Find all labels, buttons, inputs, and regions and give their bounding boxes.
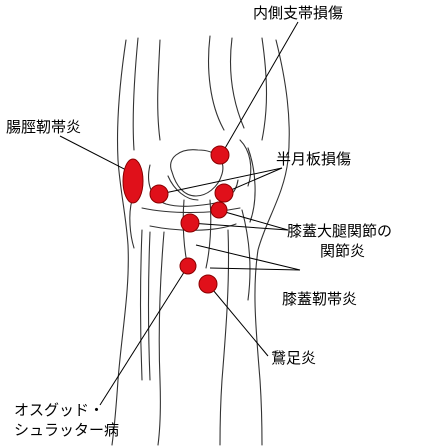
leader-mcl (223, 21, 299, 151)
leader-itb (59, 135, 131, 173)
marker-osgood (179, 257, 197, 275)
label-osgood-line2: シュラッター病 (14, 421, 120, 439)
marker-mcl (210, 145, 230, 165)
label-meniscus-injury: 半月板損傷 (276, 150, 352, 168)
marker-meniscus-medial (214, 183, 234, 203)
label-itb-syndrome: 腸脛靭帯炎 (6, 118, 82, 136)
leader-patellar-1 (195, 244, 301, 271)
label-pes-anserine: 鵞足炎 (271, 349, 317, 367)
lesion-markers (122, 145, 234, 294)
label-patellofemoral-line2: 関節炎 (320, 242, 366, 260)
marker-meniscus-lateral (149, 184, 169, 204)
marker-pes (198, 274, 218, 294)
leader-patellar-2 (209, 267, 301, 271)
leader-meniscus-1 (159, 167, 283, 195)
leg-outline (111, 35, 290, 446)
label-osgood-line1: オスグッド・ (14, 401, 105, 419)
leader-pes (207, 283, 269, 357)
label-patellofemoral-line1: 膝蓋大腿関節の (287, 222, 393, 240)
leader-pfj-1 (217, 209, 289, 231)
leader-meniscus-2 (223, 167, 283, 194)
marker-pfj-medial (210, 201, 228, 219)
leader-pfj-2 (189, 222, 289, 231)
leader-osgood (99, 265, 189, 406)
label-mcl-injury: 内側支帯損傷 (253, 4, 344, 22)
leader-lines (59, 21, 301, 406)
label-patellar-tendinitis: 膝蓋靭帯炎 (282, 290, 358, 308)
marker-itb (122, 158, 144, 204)
marker-pfj-center (180, 213, 200, 233)
